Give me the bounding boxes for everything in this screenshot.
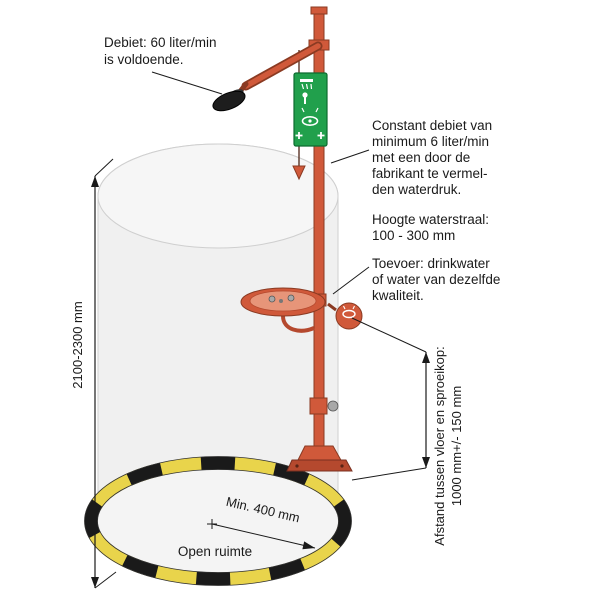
annotation-hoogte-1: Hoogte waterstraal: <box>372 212 489 227</box>
push-plate <box>335 302 363 330</box>
callout-toevoer <box>332 266 370 295</box>
annotations: Debiet: 60 liter/min is voldoende. Const… <box>104 35 500 303</box>
foot-valve-body <box>309 397 328 415</box>
shower-head <box>212 90 246 112</box>
cylinder-top <box>97 143 339 249</box>
callout-lines <box>151 71 370 295</box>
ring-black-segments <box>84 456 352 586</box>
radius-line <box>211 523 316 549</box>
callout-constant <box>330 149 370 164</box>
nozzle-dim-label-1: Afstand tussen vloer en sproeikop: <box>432 346 447 545</box>
shower-arm <box>243 43 321 89</box>
annotation-debiet-2: is voldoende. <box>104 52 184 67</box>
dim-arrow-up <box>91 176 99 187</box>
valve-knob <box>327 400 339 412</box>
dim-arrow-up <box>422 352 430 363</box>
safety-sign-panel <box>293 72 328 147</box>
dim-arrow-down <box>422 457 430 468</box>
annotation-toevoer-1: Toevoer: drinkwater <box>372 256 490 271</box>
eyewash-nozzle <box>268 295 276 303</box>
pull-handle <box>292 165 306 181</box>
dim-arrow-down <box>91 577 99 588</box>
height-dimension: 2100-2300 mm <box>70 158 117 589</box>
callout-debiet <box>151 71 223 95</box>
nozzle-dim-label-2: 1000 mm+/- 150 mm <box>449 386 464 506</box>
height-dim-label: 2100-2300 mm <box>70 301 85 388</box>
eyewash-nozzle <box>287 294 295 302</box>
base-plate <box>286 459 353 472</box>
annotation-constant-4: fabrikant te vermel- <box>372 166 488 181</box>
annotation-debiet-1: Debiet: 60 liter/min <box>104 35 217 50</box>
bowl-drain-pipe <box>281 315 315 333</box>
shower-station <box>212 6 363 472</box>
annotation-constant-3: met een door de <box>372 150 470 165</box>
radius-arrowhead <box>302 541 315 550</box>
eyewash-assembly <box>240 287 363 333</box>
annotation-constant-2: minimum 6 liter/min <box>372 134 489 149</box>
floor-marking-ring <box>84 456 352 586</box>
annotation-toevoer-3: kwaliteit. <box>372 288 424 303</box>
annotation-toevoer-2: of water van dezelfde <box>372 272 500 287</box>
sign-shower-icon <box>300 79 313 82</box>
sign-eyewash-icon <box>301 116 319 127</box>
nozzle-height-dimension: Afstand tussen vloer en sproeikop: 1000 … <box>351 317 464 546</box>
annotation-constant-5: den waterdruk. <box>372 182 461 197</box>
annotation-hoogte-2: 100 - 300 mm <box>372 228 455 243</box>
annotation-constant-1: Constant debiet van <box>372 118 492 133</box>
pole-cap <box>310 6 328 15</box>
open-area-label: Open ruimte <box>178 544 252 559</box>
